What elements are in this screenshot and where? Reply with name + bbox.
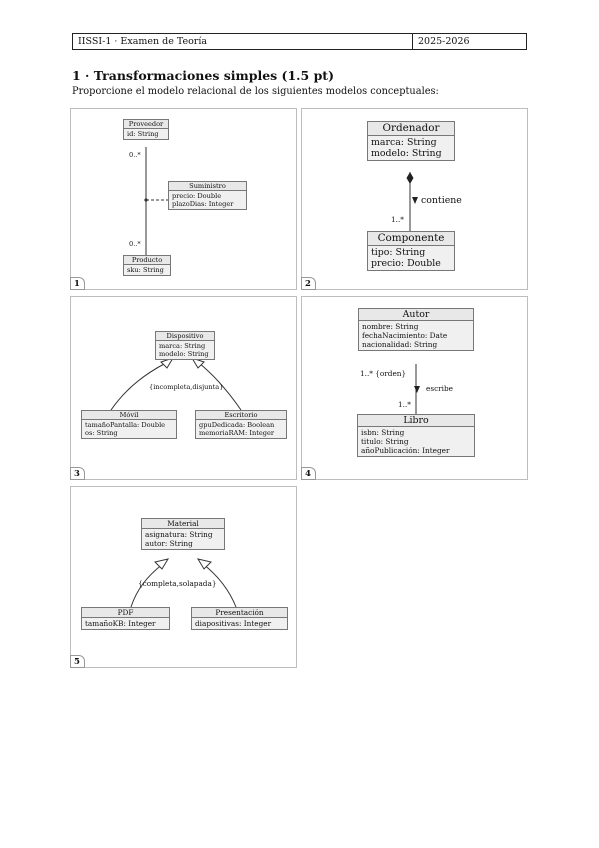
class-dispositivo: Dispositivo marca: String modelo: String (155, 331, 215, 360)
class-name: Presentación (192, 608, 287, 618)
class-attr: isbn: String (361, 428, 405, 437)
class-name: Dispositivo (156, 332, 214, 341)
class-attr: tamañoKB: Integer (85, 619, 156, 628)
class-autor: Autor nombre: String fechaNacimiento: Da… (358, 308, 474, 351)
panel-number: 2 (301, 277, 316, 290)
multiplicity: 1..* (391, 215, 404, 224)
exam-header: IISSI-1 · Examen de Teoría 2025-2026 (72, 33, 527, 50)
multiplicity-top: 0..* (129, 151, 141, 159)
section-intro: Proporcione el modelo relacional de los … (72, 86, 439, 97)
class-name: Componente (368, 232, 454, 246)
association-label: contiene (421, 195, 462, 206)
class-name: Material (142, 519, 224, 529)
class-attr: plazoDias: Integer (172, 200, 234, 208)
class-attr: id: String (127, 130, 159, 138)
class-suministro: Suministro precio: Double plazoDias: Int… (168, 181, 247, 210)
multiplicity-bottom: 0..* (129, 240, 141, 248)
class-name: Libro (358, 415, 474, 427)
class-producto: Producto sku: String (123, 255, 171, 276)
class-attr: titulo: String (361, 437, 409, 446)
class-name: PDF (82, 608, 169, 618)
class-attr: diapositivas: Integer (195, 619, 272, 628)
class-proveedor: Proveedor id: String (123, 119, 169, 140)
class-name: Suministro (169, 182, 246, 191)
class-attr: marca: String (371, 136, 437, 148)
class-attr: marca: String (159, 342, 206, 350)
diagram-panel-2: Ordenador marca: String modelo: String c… (301, 108, 528, 290)
panel-number: 1 (70, 277, 85, 290)
class-attr: modelo: String (159, 350, 209, 358)
diagram-panel-5: Material asignatura: String autor: Strin… (70, 486, 297, 668)
class-componente: Componente tipo: String precio: Double (367, 231, 455, 271)
class-name: Producto (124, 256, 170, 265)
panel-2-edges (406, 172, 418, 231)
class-presentacion: Presentación diapositivas: Integer (191, 607, 288, 630)
class-attr: gpuDedicada: Boolean (199, 421, 275, 429)
class-attr: memoriaRAM: Integer (199, 429, 275, 437)
class-movil: Móvil tamañoPantalla: Double os: String (81, 410, 177, 439)
class-attr: precio: Double (371, 257, 441, 269)
generalization-constraint: {incompleta,disjunta} (149, 383, 224, 391)
class-material: Material asignatura: String autor: Strin… (141, 518, 225, 550)
class-pdf: PDF tamañoKB: Integer (81, 607, 170, 630)
class-attr: fechaNacimiento: Date (362, 331, 448, 340)
multiplicity-top: 1..* {orden} (360, 369, 407, 378)
panel-5-edges (130, 558, 237, 608)
panel-number: 5 (70, 655, 85, 668)
class-name: Escritorio (196, 411, 286, 420)
class-name: Proveedor (124, 120, 168, 129)
course-cell: IISSI-1 · Examen de Teoría (73, 34, 413, 49)
multiplicity-bottom: 1..* (398, 400, 411, 409)
panel-number: 4 (301, 467, 316, 480)
class-attr: tipo: String (371, 246, 426, 258)
class-libro: Libro isbn: String titulo: String añoPub… (357, 414, 475, 457)
panel-number: 3 (70, 467, 85, 480)
class-escritorio: Escritorio gpuDedicada: Boolean memoriaR… (195, 410, 287, 439)
association-label: escribe (426, 384, 453, 393)
diagram-panel-4: Autor nombre: String fechaNacimiento: Da… (301, 296, 528, 480)
class-attr: modelo: String (371, 147, 442, 159)
diagram-panel-1: Proveedor id: String Suministro precio: … (70, 108, 297, 290)
panel-3-edges (110, 357, 242, 411)
diagram-panel-3: Dispositivo marca: String modelo: String… (70, 296, 297, 480)
class-ordenador: Ordenador marca: String modelo: String (367, 121, 455, 161)
class-attr: añoPublicación: Integer (361, 446, 450, 455)
class-attr: tamañoPantalla: Double (85, 421, 166, 429)
class-attr: asignatura: String (145, 530, 213, 539)
class-name: Ordenador (368, 122, 454, 136)
panel-4-edges (414, 364, 420, 414)
panel-1-edges (144, 147, 168, 255)
class-name: Autor (359, 309, 473, 321)
class-attr: nombre: String (362, 322, 419, 331)
class-attr: nacionalidad: String (362, 340, 438, 349)
generalization-constraint: {completa,solapada} (138, 579, 217, 588)
class-attr: precio: Double (172, 192, 222, 200)
section-title: 1 · Transformaciones simples (1.5 pt) (72, 68, 334, 83)
class-attr: sku: String (127, 266, 164, 274)
year-cell: 2025-2026 (418, 36, 470, 47)
class-attr: autor: String (145, 539, 193, 548)
class-name: Móvil (82, 411, 176, 420)
class-attr: os: String (85, 429, 118, 437)
